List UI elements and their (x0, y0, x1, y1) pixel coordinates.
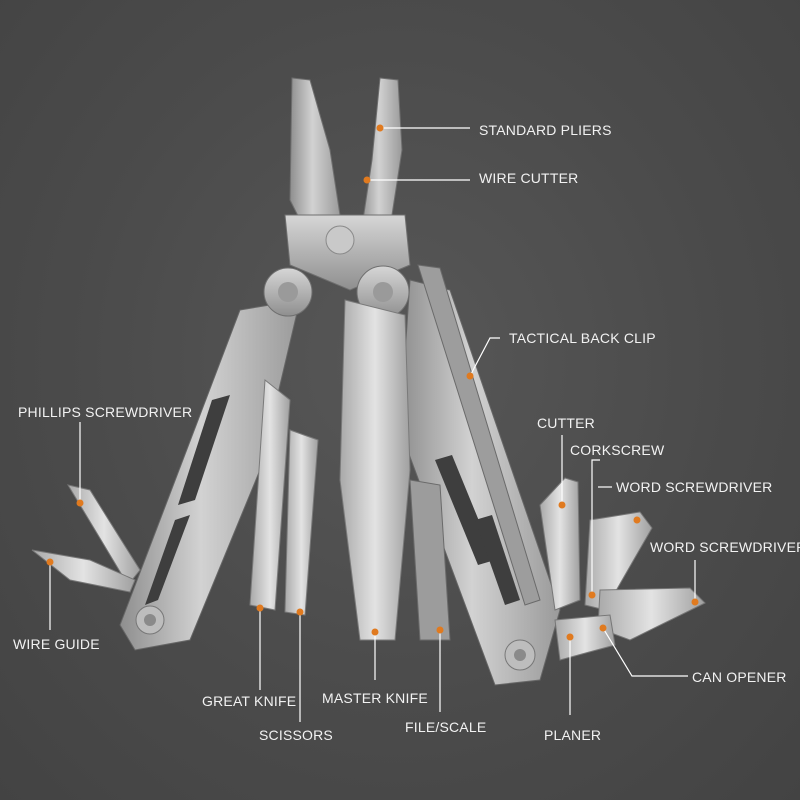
label-can-opener: CAN OPENER (692, 669, 787, 685)
label-phillips-screwdriver: PHILLIPS SCREWDRIVER (18, 404, 193, 420)
label-master-knife: MASTER KNIFE (322, 690, 428, 706)
left-handle (119, 299, 301, 651)
label-great-knife: GREAT KNIFE (202, 693, 297, 709)
right-tools (539, 477, 706, 661)
label-scissors: SCISSORS (259, 727, 333, 743)
blades (249, 299, 451, 641)
right-handle (399, 264, 561, 686)
pivot-knobs (263, 265, 410, 319)
left-tools (31, 484, 141, 593)
label-word-screwdriver-2: WORD SCREWDRIVER (650, 539, 800, 555)
label-standard-pliers: STANDARD PLIERS (479, 122, 612, 138)
label-file-scale: FILE/SCALE (405, 719, 487, 735)
label-tactical-back-clip: TACTICAL BACK CLIP (509, 330, 656, 346)
callout-dots (46, 124, 699, 641)
pliers-jaws (284, 77, 411, 291)
callout-lines (49, 127, 696, 722)
label-corkscrew: CORKSCREW (570, 442, 665, 458)
label-wire-cutter: WIRE CUTTER (479, 170, 579, 186)
label-word-screwdriver-1: WORD SCREWDRIVER (616, 479, 773, 495)
label-cutter: CUTTER (537, 415, 595, 431)
label-planer: PLANER (544, 727, 602, 743)
label-wire-guide: WIRE GUIDE (13, 636, 100, 652)
